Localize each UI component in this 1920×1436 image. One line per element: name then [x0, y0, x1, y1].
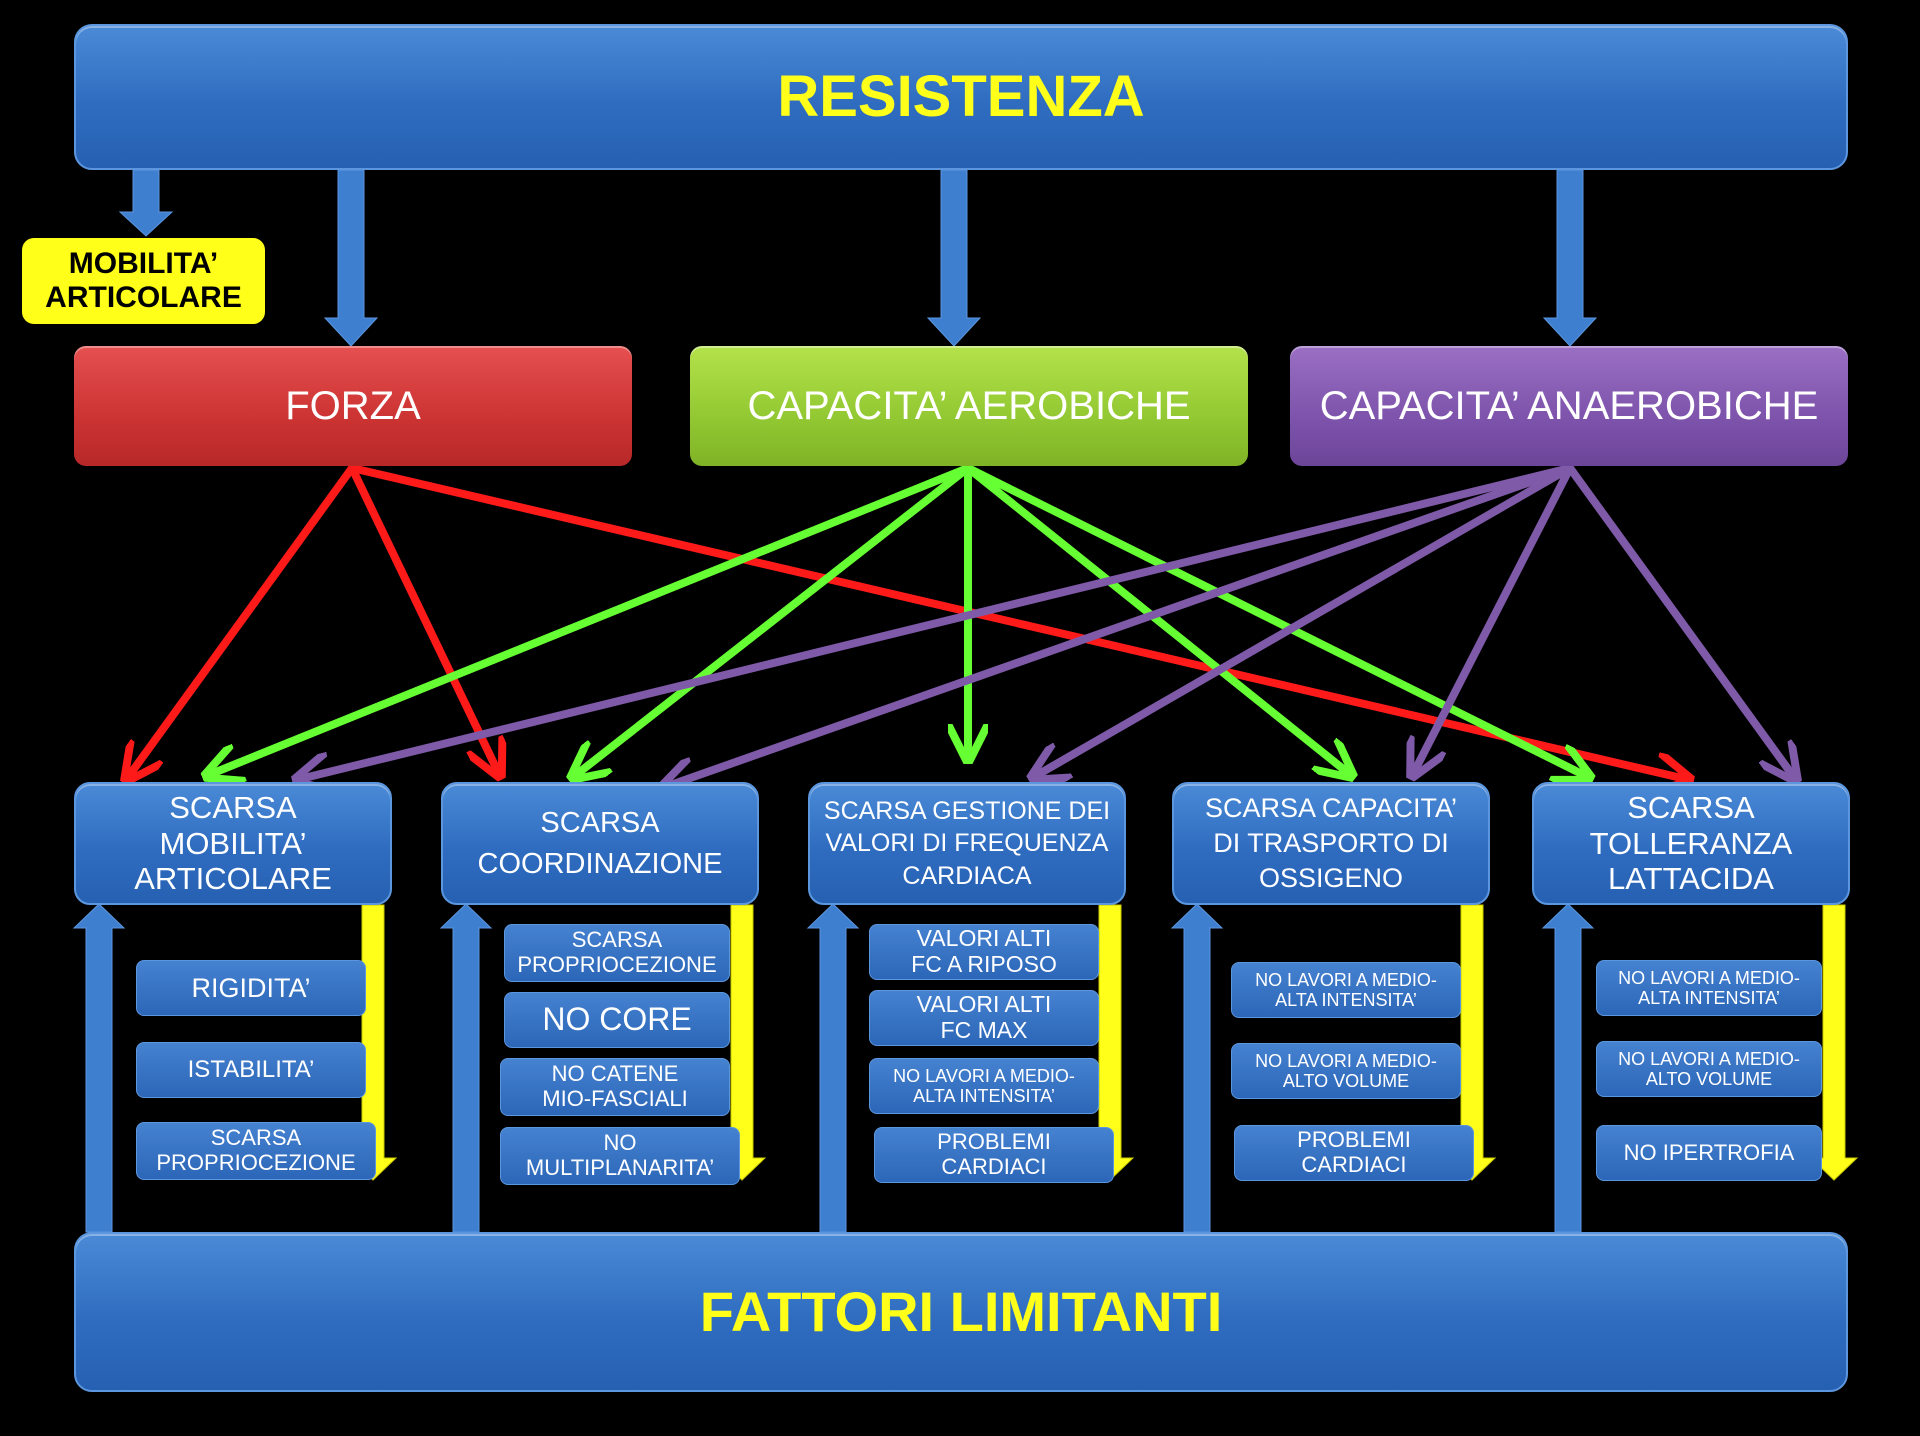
connector-forza-1 [126, 464, 356, 780]
connector-aerobiche-4 [964, 464, 1352, 776]
page-title: RESISTENZA [74, 24, 1848, 170]
category-coordinazione: SCARSA COORDINAZIONE [441, 782, 759, 905]
connector-aerobiche-2 [572, 464, 972, 778]
category-mobilita: SCARSA MOBILITA’ ARTICOLARE [74, 782, 392, 905]
item-propriocezione: SCARSA PROPRIOCEZIONE [136, 1122, 376, 1180]
up-arrow-4 [1170, 903, 1224, 1233]
up-arrow-5 [1541, 903, 1595, 1233]
item-fc-max: VALORI ALTI FC MAX [869, 990, 1099, 1046]
item-multiplanarita: NO MULTIPLANARITA’ [500, 1127, 740, 1185]
item-problemi-cardiaci-4: PROBLEMI CARDIACI [1234, 1125, 1474, 1181]
connector-anaerobiche-4 [1412, 464, 1574, 776]
connector-aerobiche-1 [206, 464, 972, 776]
category-frequenza: SCARSA GESTIONE DEI VALORI DI FREQUENZA … [808, 782, 1126, 905]
item-medio-alta-4: NO LAVORI A MEDIO- ALTA INTENSITA’ [1231, 962, 1461, 1018]
down-arrow-forza [323, 169, 379, 347]
down-arrow-anaerobiche [1542, 169, 1598, 347]
connector-forza-2 [348, 464, 500, 776]
connector-anaerobiche-2 [662, 464, 1574, 788]
footer-title: FATTORI LIMITANTI [74, 1232, 1848, 1392]
down-arrow-aerobiche [926, 169, 982, 347]
up-arrow-3 [806, 903, 860, 1233]
connector-aerobiche-5 [964, 464, 1590, 778]
down-arrow-mobility [118, 169, 174, 237]
capacity-aerobiche: CAPACITA’ AEROBICHE [690, 346, 1248, 466]
item-istabilita: ISTABILITA’ [136, 1042, 366, 1098]
connector-anaerobiche-1 [296, 464, 1574, 780]
item-no-ipertrofia: NO IPERTROFIA [1596, 1125, 1822, 1181]
connector-anaerobiche-3 [1032, 464, 1574, 778]
item-fc-riposo: VALORI ALTI FC A RIPOSO [869, 924, 1099, 980]
item-medio-alto-volume-4: NO LAVORI A MEDIO- ALTO VOLUME [1231, 1043, 1461, 1099]
connector-anaerobiche-5 [1566, 464, 1796, 780]
item-problemi-cardiaci-3: PROBLEMI CARDIACI [874, 1127, 1114, 1183]
connector-forza-3 [348, 464, 1690, 780]
item-propriocezione-2: SCARSA PROPRIOCEZIONE [504, 924, 730, 982]
mobility-note: MOBILITA’ ARTICOLARE [22, 238, 265, 324]
up-arrow-1 [72, 903, 126, 1233]
category-lattacida: SCARSA TOLLERANZA LATTACIDA [1532, 782, 1850, 905]
up-arrow-2 [439, 903, 493, 1233]
capacity-anaerobiche: CAPACITA’ ANAEROBICHE [1290, 346, 1848, 466]
item-catene: NO CATENE MIO-FASCIALI [500, 1058, 730, 1116]
item-rigidita: RIGIDITA’ [136, 960, 366, 1016]
item-medio-alta-5: NO LAVORI A MEDIO- ALTA INTENSITA’ [1596, 960, 1822, 1016]
category-ossigeno: SCARSA CAPACITA’ DI TRASPORTO DI OSSIGEN… [1172, 782, 1490, 905]
item-medio-alta-3: NO LAVORI A MEDIO- ALTA INTENSITA’ [869, 1058, 1099, 1114]
item-medio-alto-volume-5: NO LAVORI A MEDIO- ALTO VOLUME [1596, 1041, 1822, 1097]
item-no-core: NO CORE [504, 992, 730, 1048]
capacity-forza: FORZA [74, 346, 632, 466]
